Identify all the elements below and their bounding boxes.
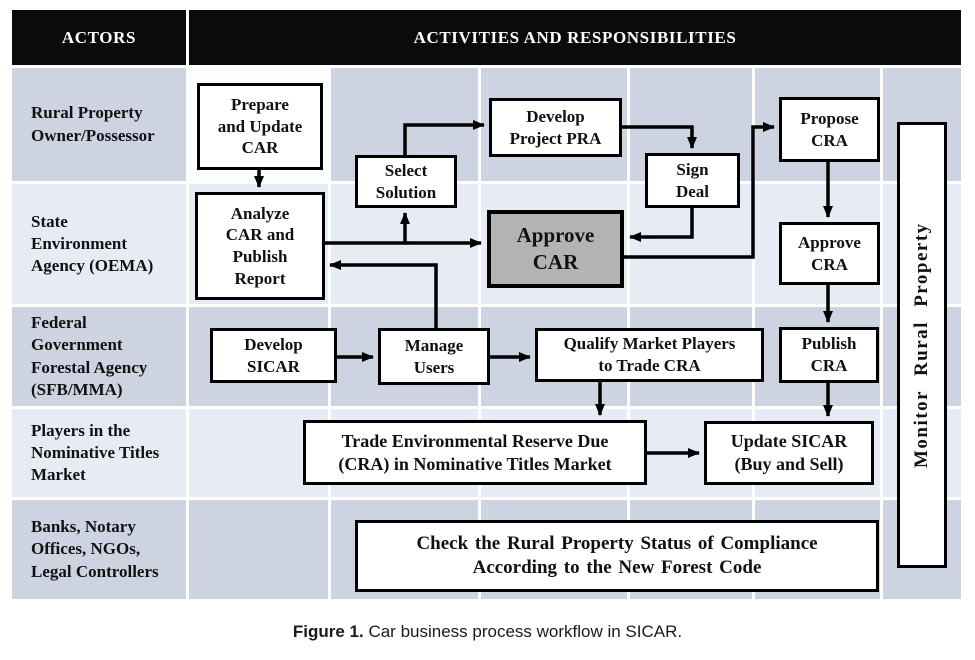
node-qualify_market: Qualify Market Players to Trade CRA [535, 328, 764, 382]
edge-approve_car-to-propose_cra [624, 122, 775, 259]
figure-caption: Figure 1. Car business process workflow … [0, 622, 975, 642]
figure-caption-label: Figure 1. [292, 622, 364, 641]
node-analyze_car: Analyze CAR and Publish Report [195, 192, 325, 300]
actor-cell-1: State Environment Agency (OEMA) [12, 184, 186, 304]
figure-caption-text: Car business process workflow in SICAR. [368, 622, 683, 641]
node-develop_pra: Develop Project PRA [489, 98, 622, 157]
node-select_solution: Select Solution [355, 155, 457, 208]
node-update_sicar: Update SICAR (Buy and Sell) [704, 421, 874, 485]
header-activities: ACTIVITIES AND RESPONSIBILITIES [189, 10, 961, 65]
actor-cell-0: Rural Property Owner/Possessor [12, 68, 186, 181]
edge-develop_pra-to-sign_deal [622, 125, 697, 149]
edge-sign_deal-to-approve_car [629, 208, 694, 242]
node-propose_cra: Propose CRA [779, 97, 880, 162]
actor-cell-2: Federal Government Forestal Agency (SFB/… [12, 307, 186, 406]
node-check_compliance: Check the Rural Property Status of Compl… [355, 520, 879, 592]
node-approve_car: Approve CAR [487, 210, 624, 288]
node-prepare_car: Prepare and Update CAR [197, 83, 323, 170]
node-approve_cra: Approve CRA [779, 222, 880, 285]
edge-select_solution-to-develop_pra [403, 120, 485, 155]
actor-cell-4: Banks, Notary Offices, NGOs, Legal Contr… [12, 500, 186, 599]
node-manage_users: Manage Users [378, 328, 490, 385]
actor-cell-3: Players in the Nominative Titles Market [12, 409, 186, 497]
node-trade_cra: Trade Environmental Reserve Due (CRA) in… [303, 420, 647, 485]
node-sign_deal: Sign Deal [645, 153, 740, 208]
edge-manage_users-to-analyze_car [329, 260, 438, 328]
node-monitor_property: Monitor Rural Property [897, 122, 947, 568]
node-develop_sicar: Develop SICAR [210, 328, 337, 383]
node-publish_cra: Publish CRA [779, 327, 879, 383]
lane-cell-r4-c0 [189, 500, 328, 599]
header-actors: ACTORS [12, 10, 186, 65]
